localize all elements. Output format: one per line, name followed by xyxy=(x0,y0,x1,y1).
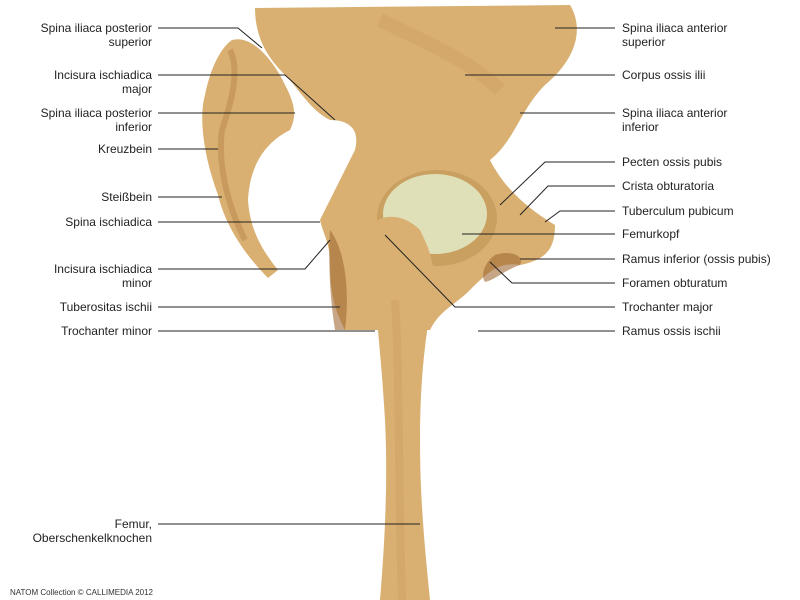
label-crista-obturatoria: Crista obturatoria xyxy=(622,179,715,193)
label-incisura-ischiadica-minor: Incisura ischiadica minor xyxy=(53,262,152,290)
label-kreuzbein: Kreuzbein xyxy=(97,142,152,156)
leader-lines xyxy=(158,27,615,525)
label-spina-iliaca-anterior-superior: Spina iliaca anterior superior xyxy=(622,21,728,49)
label-spina-iliaca-anterior-inferior: Spina iliaca anterior inferior xyxy=(622,106,728,134)
label-tuberositas-ischii: Tuberositas ischii xyxy=(59,300,152,314)
label-incisura-ischiadica-major: Incisura ischiadica major xyxy=(53,68,152,96)
label-spina-iliaca-posterior-inferior: Spina iliaca posterior inferior xyxy=(40,106,152,134)
label-trochanter-minor: Trochanter minor xyxy=(61,324,152,338)
sacrum-shape xyxy=(202,39,295,278)
label-femurkopf: Femurkopf xyxy=(622,227,680,241)
label-spina-ischiadica: Spina ischiadica xyxy=(65,215,152,229)
label-corpus-ossis-ilii: Corpus ossis ilii xyxy=(622,68,706,82)
copyright-notice: NATOM Collection © CALLIMEDIA 2012 xyxy=(10,588,153,597)
label-ramus-ossis-ischii: Ramus ossis ischii xyxy=(622,324,721,338)
label-pecten-ossis-pubis: Pecten ossis pubis xyxy=(622,155,723,169)
label-trochanter-major: Trochanter major xyxy=(622,300,713,314)
label-tuberculum-pubicum: Tuberculum pubicum xyxy=(622,204,734,218)
femur-shape xyxy=(365,216,435,600)
label-foramen-obturatum: Foramen obturatum xyxy=(622,276,728,290)
label-spina-iliaca-posterior-superior: Spina iliaca posterior superior xyxy=(40,21,152,49)
label-ramus-inferior: Ramus inferior (ossis pubis) xyxy=(622,252,771,266)
label-steissbein: Steißbein xyxy=(101,190,152,204)
label-femur: Femur, Oberschenkelknochen xyxy=(32,517,152,545)
